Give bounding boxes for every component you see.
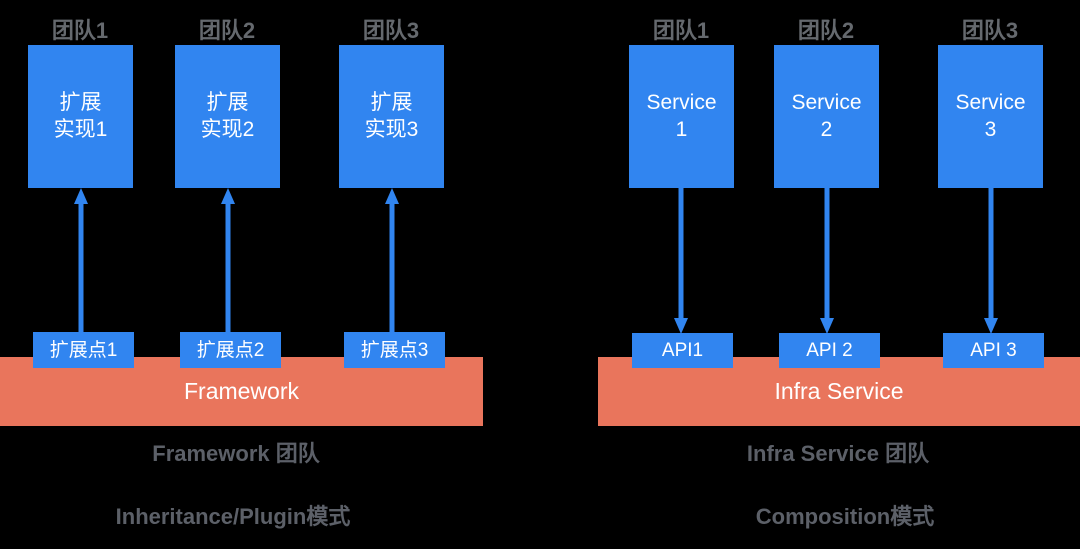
left-pattern-caption: Inheritance/Plugin模式 bbox=[115, 504, 351, 529]
extension-point-tag-3[interactable]: 扩展点3 bbox=[344, 332, 445, 368]
extension-impl-box-2[interactable]: 扩展 实现2 bbox=[175, 45, 280, 188]
service-line1: Service bbox=[646, 90, 717, 114]
extension-impl-line1: 扩展 bbox=[59, 90, 102, 114]
team-label-left-2: 团队2 bbox=[198, 18, 256, 43]
team-label-left-1: 团队1 bbox=[51, 18, 109, 43]
arrow-up-2 bbox=[218, 186, 238, 336]
extension-impl-box-1[interactable]: 扩展 实现1 bbox=[28, 45, 133, 188]
extension-impl-line2: 实现3 bbox=[364, 117, 419, 141]
api-tag-1[interactable]: API1 bbox=[632, 333, 733, 368]
right-owner-caption: Infra Service 团队 bbox=[746, 441, 930, 466]
left-owner-caption: Framework 团队 bbox=[152, 441, 320, 466]
arrow-up-1 bbox=[71, 186, 91, 336]
extension-impl-line1: 扩展 bbox=[206, 90, 249, 114]
team-label-right-3: 团队3 bbox=[961, 18, 1019, 43]
service-line2: 1 bbox=[675, 117, 688, 141]
extension-point-tag-1[interactable]: 扩展点1 bbox=[33, 332, 134, 368]
team-label-right-1: 团队1 bbox=[652, 18, 710, 43]
arrow-down-1 bbox=[671, 188, 691, 336]
service-line1: Service bbox=[955, 90, 1026, 114]
api-tag-3[interactable]: API 3 bbox=[943, 333, 1044, 368]
extension-impl-line2: 实现2 bbox=[200, 117, 255, 141]
service-box-2[interactable]: Service 2 bbox=[774, 45, 879, 188]
extension-impl-line2: 实现1 bbox=[53, 117, 108, 141]
api-tag-2[interactable]: API 2 bbox=[779, 333, 880, 368]
extension-impl-box-3[interactable]: 扩展 实现3 bbox=[339, 45, 444, 188]
arrow-down-2 bbox=[817, 188, 837, 336]
service-box-3[interactable]: Service 3 bbox=[938, 45, 1043, 188]
service-box-1[interactable]: Service 1 bbox=[629, 45, 734, 188]
extension-impl-line1: 扩展 bbox=[370, 90, 413, 114]
service-line2: 2 bbox=[820, 117, 833, 141]
right-pattern-caption: Composition模式 bbox=[755, 504, 935, 529]
arrow-up-3 bbox=[382, 186, 402, 336]
service-line2: 3 bbox=[984, 117, 997, 141]
service-line1: Service bbox=[791, 90, 862, 114]
framework-platform-bar[interactable]: Framework bbox=[0, 357, 483, 426]
extension-point-tag-2[interactable]: 扩展点2 bbox=[180, 332, 281, 368]
infra-service-platform-bar[interactable]: Infra Service bbox=[598, 357, 1080, 426]
arrow-down-3 bbox=[981, 188, 1001, 336]
team-label-right-2: 团队2 bbox=[797, 18, 855, 43]
team-label-left-3: 团队3 bbox=[362, 18, 420, 43]
